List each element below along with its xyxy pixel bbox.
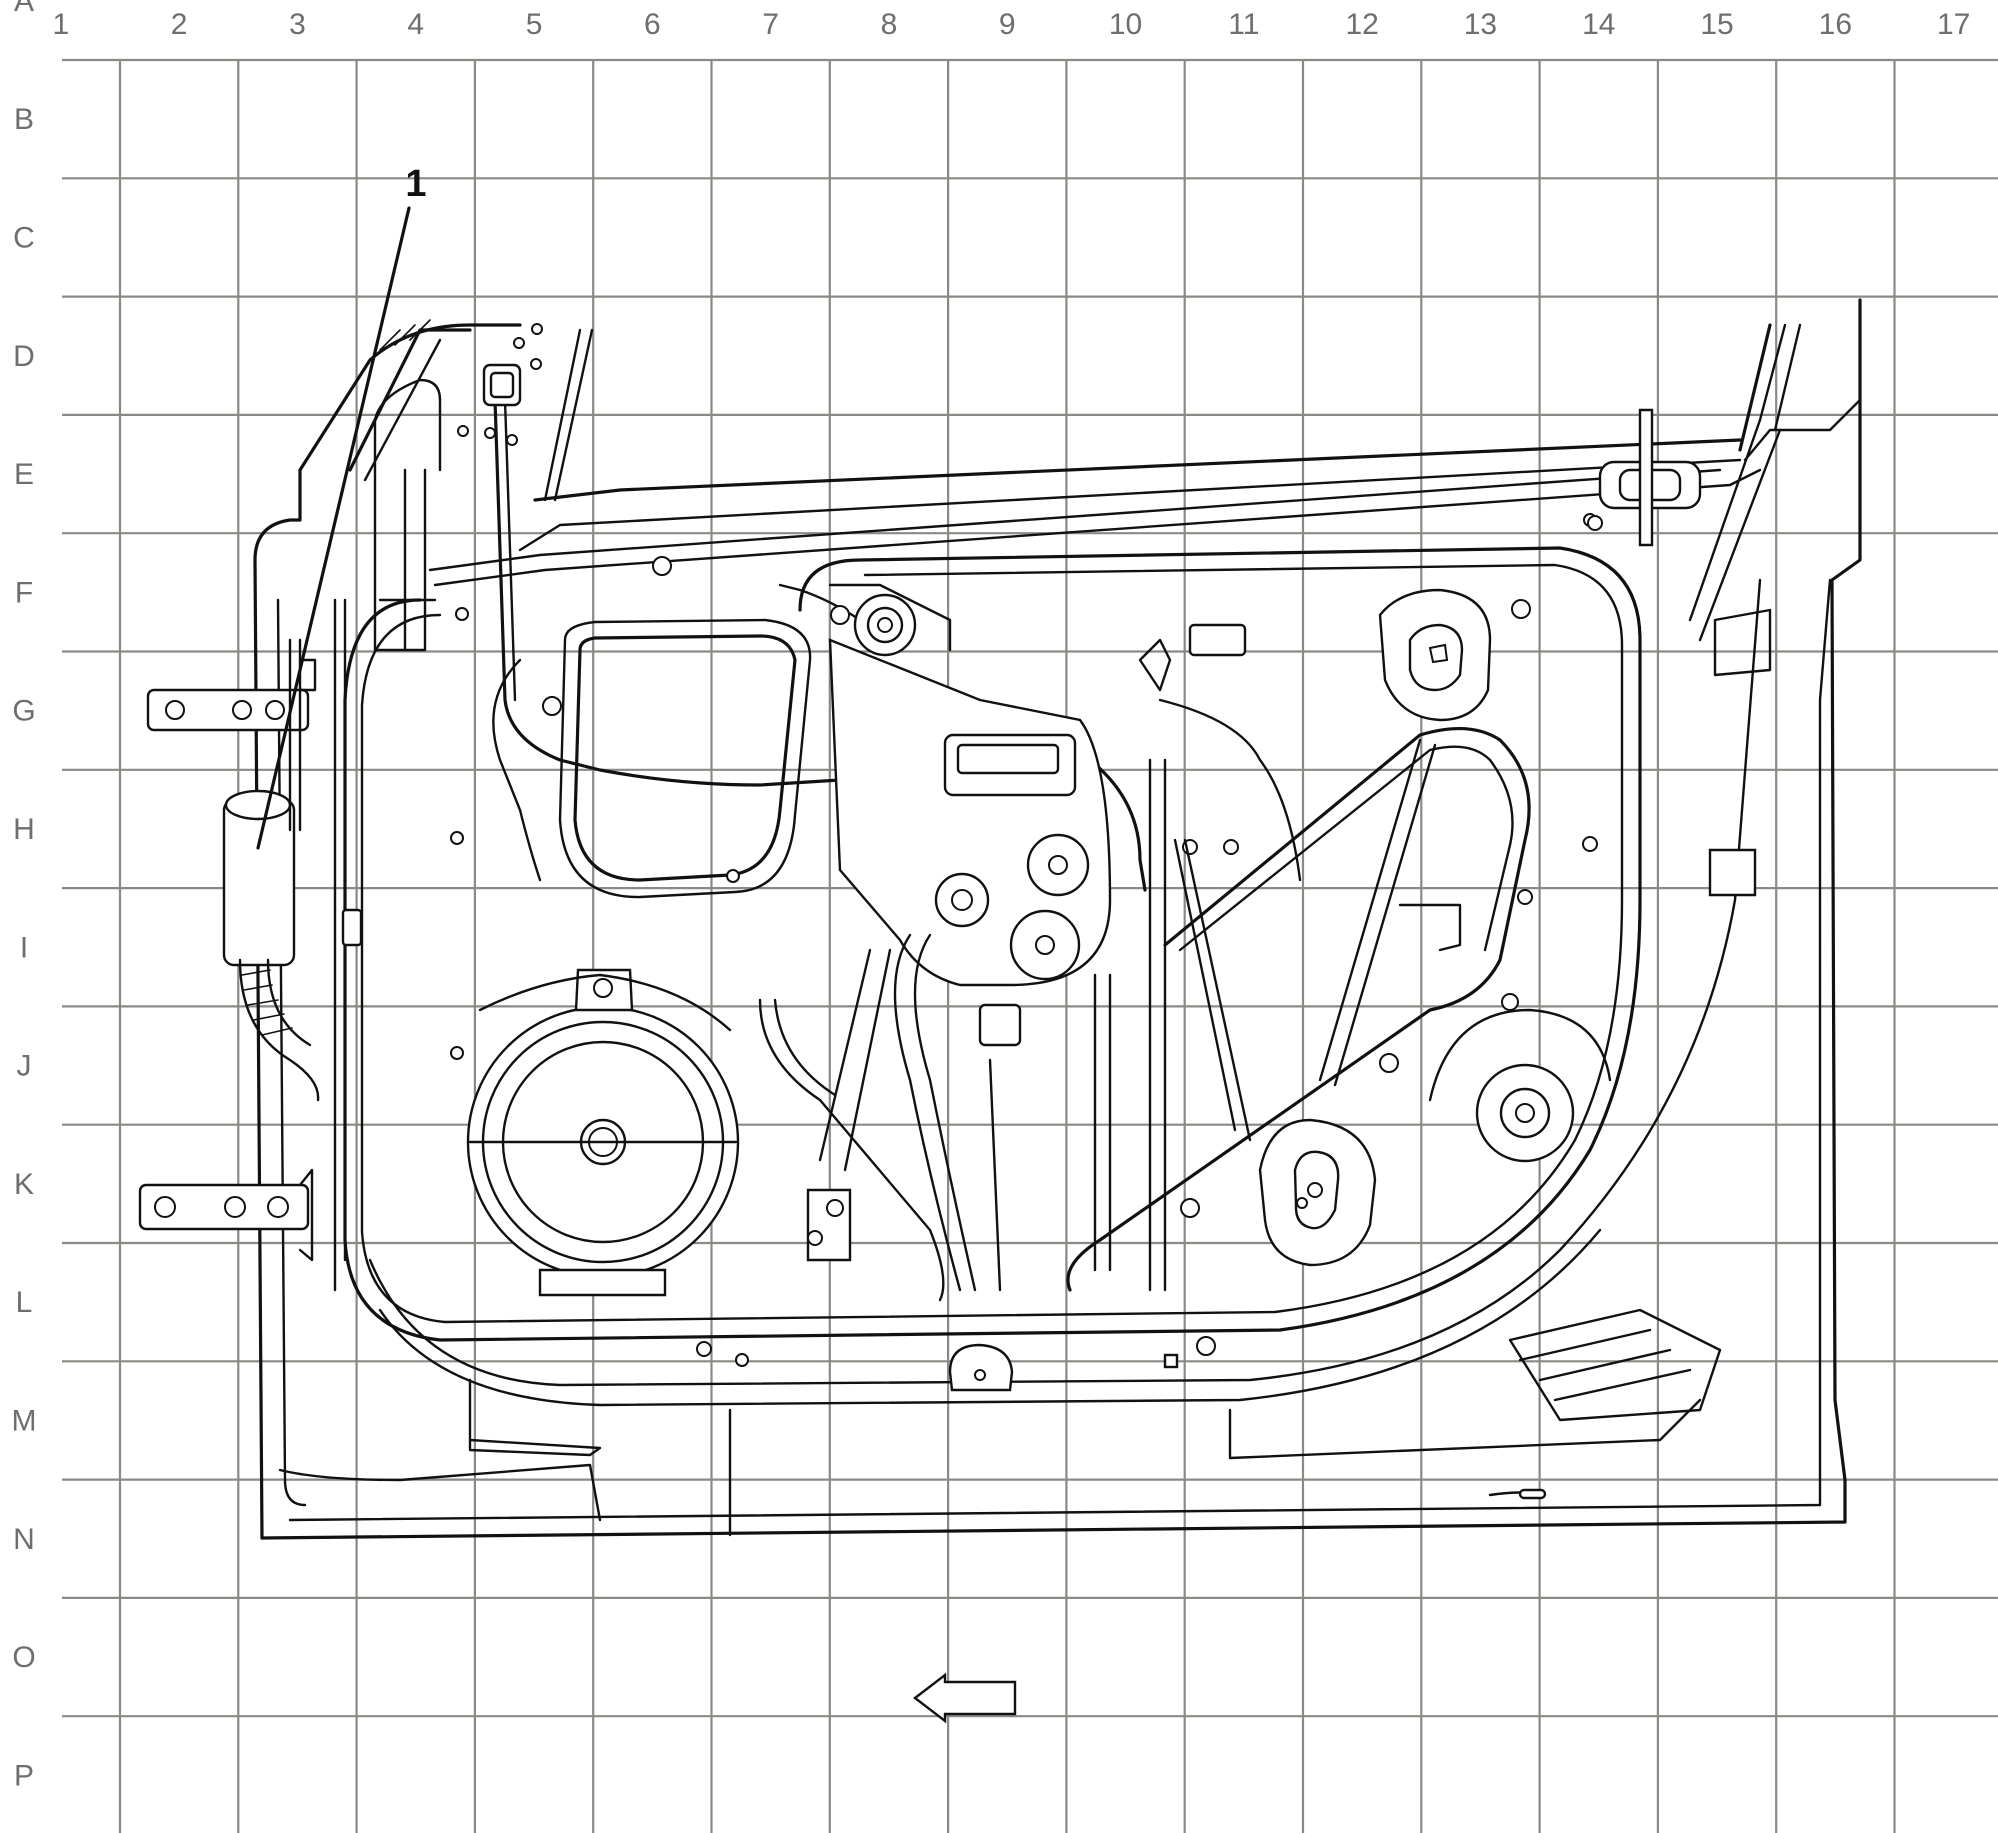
grid-column-label: 17 [1937,8,1970,41]
grid-row-label: M [12,1404,37,1437]
grid-row-label: G [12,695,35,728]
grid-column-label: 12 [1345,8,1378,41]
reference-grid [62,58,1998,1833]
mounting-holes [450,323,1598,1367]
grid-row-label: C [13,221,35,254]
door-speaker [466,968,740,1297]
grid-row-label: B [14,103,34,136]
door-latch-right-side [1708,608,1772,897]
grid-column-label: 7 [762,8,779,41]
lower-hinge [138,1168,314,1262]
grid-row-label: N [13,1523,35,1556]
grid-column-label: 4 [407,8,424,41]
door-bottom-inner-2 [276,598,307,1507]
grid-column-label: 9 [999,8,1016,41]
regulator-track-left [818,948,892,1172]
door-outer-shell [253,323,522,1540]
grid-column-label: 11 [1228,8,1259,41]
window-frame-left [348,328,472,472]
hinge-pillar [373,468,427,652]
regulator-pulley-upper [828,583,952,657]
regulator-mount-upper-right [1378,588,1492,722]
grid-column-label: 13 [1464,8,1497,41]
grid-column-label: 16 [1819,8,1852,41]
door-harness-grommet [222,638,320,1102]
grid-row-label: H [13,813,35,846]
grid-column-label: 14 [1582,8,1615,41]
front-direction-arrow-icon [913,1672,1017,1724]
grid-column-label: 2 [171,8,188,41]
grid-column-label: 3 [289,8,306,41]
grid-row-label: O [12,1641,35,1674]
callout-1-label: 1 [405,163,426,205]
access-opening-upper [573,634,797,882]
bottom-mount [948,1343,1014,1392]
door-bottom-inner [288,578,1832,1522]
door-bottom-edge [260,298,1862,1540]
grid-row-label: E [14,458,34,491]
grid-row-label: P [14,1759,34,1792]
regulator-mount-lower-right [1428,1008,1612,1163]
grid-column-label: 1 [53,8,70,41]
grid-column-label: 5 [526,8,543,41]
grid-row-label: K [14,1168,34,1201]
door-latch-top-right [1587,408,1702,547]
grid-row-label: D [13,340,35,373]
grid-row-labels: A B C D E F G H I J K L M N O P [12,0,37,1792]
grid-row-label: I [20,931,28,964]
grid-column-label: 6 [644,8,661,41]
window-regulator-motor [828,638,1112,1047]
callout-1-leader [256,206,411,850]
grid-row-label: L [16,1286,33,1319]
regulator-mount-lower-center [1258,1118,1377,1267]
belt-line-rail [533,438,1742,502]
regulator-arm [1066,727,1531,1292]
lower-bracket-left [806,1188,852,1262]
grid-row-label: J [17,1050,32,1083]
door-drawing [138,298,1862,1540]
grid-row-label: A [14,0,34,18]
grid-column-label: 8 [881,8,898,41]
grid-column-label: 10 [1109,8,1142,41]
grid-row-label: F [15,576,33,609]
upper-hinge [146,658,317,732]
grid-column-label: 15 [1700,8,1733,41]
